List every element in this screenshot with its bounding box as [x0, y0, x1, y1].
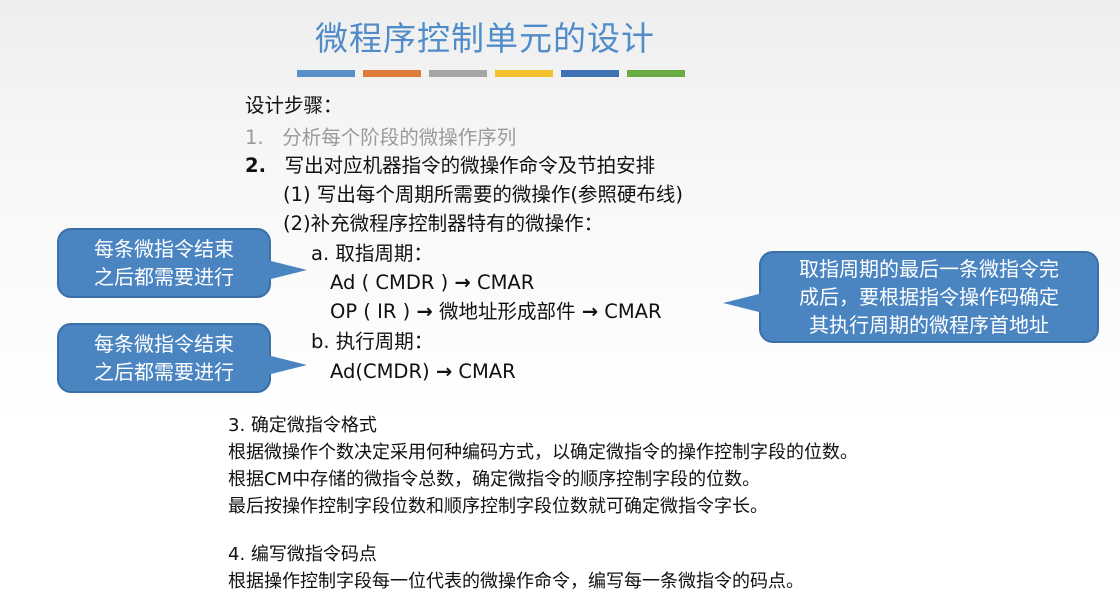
arrow-right-icon: → [435, 360, 453, 383]
step-2-text: 写出对应机器指令的微操作命令及节拍安排 [284, 154, 656, 177]
fetch-microop-1: Ad ( CMDR ) → CMAR [330, 269, 534, 297]
step-4-title: 4. 编写微指令码点 [228, 544, 377, 565]
step-3-line: 根据CM中存储的微指令总数，确定微指令的顺序控制字段的位数。 [228, 469, 761, 490]
fetch-microop-2: OP ( IR ) → 微地址形成部件 → CMAR [330, 298, 662, 326]
callout-line: 成后，要根据指令操作码确定 [799, 285, 1059, 309]
callout-fetch-note: 每条微指令结束 之后都需要进行 [57, 228, 307, 298]
step-3-title: 3. 确定微指令格式 [228, 415, 377, 436]
step-4-line: 根据操作控制字段每一位代表的微操作命令，编写每一条微指令的码点。 [228, 571, 804, 592]
step-1-text: 分析每个阶段的微操作序列 [282, 126, 517, 149]
step-1: 1. 分析每个阶段的微操作序列 [245, 124, 516, 152]
color-bar [495, 70, 553, 77]
callout-fetch-end-note: 取指周期的最后一条微指令完 成后，要根据指令操作码确定 其执行周期的微程序首地址 [723, 251, 1099, 343]
callout-execute-note: 每条微指令结束 之后都需要进行 [57, 323, 307, 393]
step-3-line: 最后按操作控制字段位数和顺序控制字段位数就可确定微指令字长。 [228, 496, 768, 517]
steps-heading: 设计步骤： [245, 94, 343, 117]
callout-line: 取指周期的最后一条微指令完 [799, 257, 1059, 281]
step-2-number: 2. [245, 154, 266, 177]
step-2: 2. 写出对应机器指令的微操作命令及节拍安排 [245, 152, 655, 180]
fetch-microop-1-source: Ad ( CMDR ) [330, 271, 449, 294]
step-4-section: 4. 编写微指令码点 根据操作控制字段每一位代表的微操作命令，编写每一条微指令的… [228, 541, 804, 595]
fetch-microop-2-target: CMAR [604, 300, 662, 323]
arrow-right-icon: → [454, 271, 471, 294]
fetch-microop-2-source: OP ( IR ) [330, 300, 411, 323]
step-3-line: 根据微操作个数决定采用何种编码方式，以确定微指令的操作控制字段的位数。 [228, 442, 858, 463]
color-bar [363, 70, 421, 77]
execute-microop-1: Ad(CMDR) → CMAR [330, 358, 516, 386]
callout-line: 每条微指令结束 [94, 332, 234, 356]
color-bar [297, 70, 355, 77]
color-bar-divider [297, 70, 685, 77]
step-2-sub-2: (2)补充微程序控制器特有的微操作： [283, 212, 604, 235]
color-bar [429, 70, 487, 77]
callout-line: 其执行周期的微程序首地址 [809, 313, 1049, 337]
step-2-sub-1: (1) 写出每个周期所需要的微操作(参照硬布线) [283, 183, 684, 206]
execute-microop-1-source: Ad(CMDR) [330, 360, 430, 383]
page-title: 微程序控制单元的设计 [315, 19, 655, 58]
execute-microop-1-target: CMAR [458, 360, 516, 383]
fetch-microop-2-middle: 微地址形成部件 [438, 300, 576, 323]
step-3-section: 3. 确定微指令格式 根据微操作个数决定采用何种编码方式，以确定微指令的操作控制… [228, 412, 858, 520]
callout-line: 之后都需要进行 [94, 265, 234, 289]
execute-cycle-label: b. 执行周期： [311, 330, 434, 353]
color-bar [561, 70, 619, 77]
arrow-right-icon: → [581, 300, 599, 323]
arrow-right-icon: → [416, 300, 433, 323]
step-1-number: 1. [245, 126, 264, 149]
callout-line: 每条微指令结束 [94, 237, 234, 261]
callout-line: 之后都需要进行 [94, 360, 234, 384]
color-bar [627, 70, 685, 77]
fetch-cycle-label: a. 取指周期： [311, 242, 433, 265]
fetch-microop-1-target: CMAR [476, 271, 535, 294]
